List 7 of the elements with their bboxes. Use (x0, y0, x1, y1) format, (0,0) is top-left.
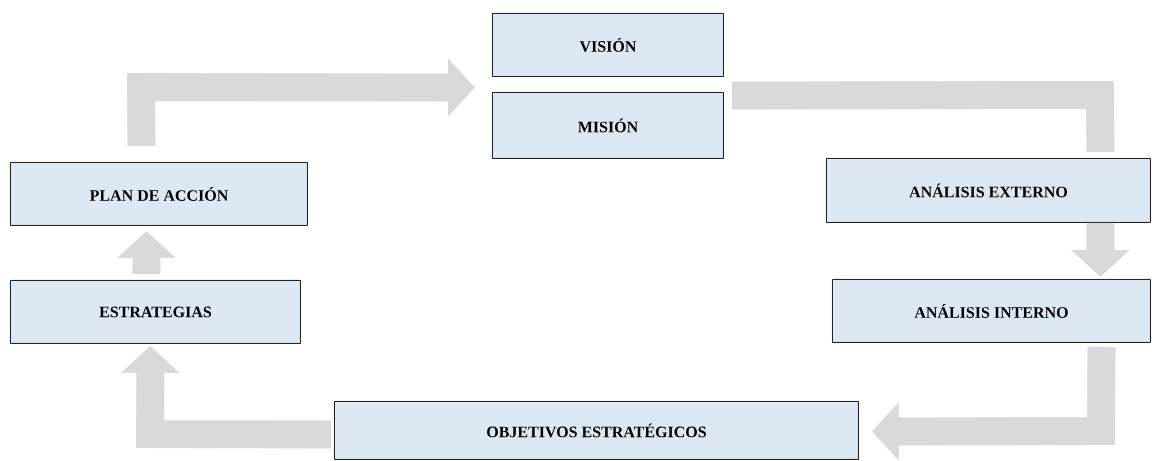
process-box: ANÁLISIS INTERNO (832, 279, 1151, 343)
process-box: PLAN DE ACCIÓN (10, 162, 308, 226)
process-box: OBJETIVOS ESTRATÉGICOS (334, 401, 859, 460)
process-box: ANÁLISIS EXTERNO (826, 158, 1151, 223)
process-box: MISIÓN (492, 92, 724, 159)
process-box: VISIÓN (492, 13, 724, 77)
process-box: ESTRATEGIAS (10, 280, 301, 344)
